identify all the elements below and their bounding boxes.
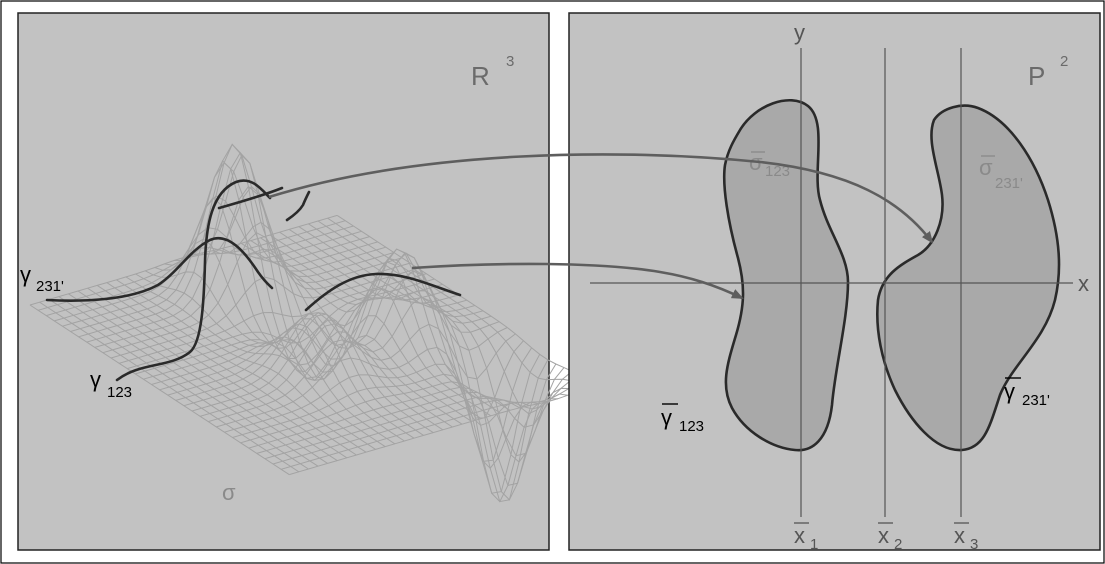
mesh-line bbox=[202, 185, 463, 425]
gamma-symbol: γ bbox=[20, 262, 31, 287]
left-panel-r3: R 3 σ γ 231' γ 123 bbox=[17, 12, 597, 551]
curve-gamma-123-on-surface bbox=[115, 179, 272, 382]
mesh-line bbox=[279, 231, 539, 469]
mesh-line bbox=[29, 304, 290, 476]
mesh-line bbox=[116, 279, 376, 450]
gamma-subscript: 231' bbox=[1022, 392, 1050, 409]
space-superscript-2: 2 bbox=[1060, 53, 1068, 70]
gamma-subscript: 123 bbox=[107, 384, 132, 401]
arrow-gamma-231-to-region bbox=[268, 153, 934, 244]
sigma-subscript: 123 bbox=[765, 163, 790, 180]
mesh-line bbox=[212, 221, 472, 422]
arrow-gamma-123-to-region bbox=[411, 262, 744, 300]
space-label-p: P bbox=[1028, 61, 1045, 91]
label-r3: R 3 bbox=[471, 53, 514, 91]
x1-symbol: x bbox=[794, 523, 805, 548]
left-panel-background bbox=[17, 12, 550, 551]
space-superscript-3: 3 bbox=[506, 53, 514, 70]
label-gamma-bar-231: γ 231' bbox=[1004, 377, 1050, 409]
region-sigma-231 bbox=[876, 104, 1061, 452]
mesh-line bbox=[96, 284, 357, 456]
mesh-line bbox=[164, 196, 424, 436]
mesh-line bbox=[317, 220, 578, 415]
label-sigma-231: σ 231' bbox=[979, 155, 1023, 192]
label-p2: P 2 bbox=[1028, 53, 1068, 91]
x2-subscript: 2 bbox=[894, 536, 902, 553]
region-sigma-123 bbox=[722, 98, 850, 452]
mesh-line bbox=[308, 223, 568, 463]
label-gamma-123: γ 123 bbox=[90, 367, 132, 401]
x1-subscript: 1 bbox=[810, 536, 818, 553]
mesh-line bbox=[48, 298, 309, 470]
mesh-line bbox=[39, 301, 300, 473]
x3-subscript: 3 bbox=[970, 536, 978, 553]
axes bbox=[590, 48, 1073, 517]
curve-upper-segment-b bbox=[285, 190, 311, 222]
label-gamma-231: γ 231' bbox=[20, 262, 64, 295]
axis-y-label: y bbox=[794, 20, 805, 45]
axis-x-label: x bbox=[1078, 271, 1089, 296]
gamma-subscript: 123 bbox=[679, 418, 704, 435]
label-gamma-bar-123: γ 123 bbox=[661, 403, 704, 435]
curve-upper-segment-a bbox=[217, 186, 284, 210]
right-panel-p2: x y x 1 x 2 x 3 P 2 σ 123 σ bbox=[568, 12, 1101, 553]
label-x3: x 3 bbox=[954, 522, 978, 553]
surface-label-sigma: σ bbox=[222, 480, 236, 505]
mesh-line bbox=[183, 143, 444, 431]
mesh-line bbox=[240, 242, 501, 414]
mesh-line bbox=[106, 282, 367, 453]
label-x2: x 2 bbox=[878, 522, 902, 553]
mesh-line bbox=[125, 276, 386, 448]
x2-symbol: x bbox=[878, 523, 889, 548]
gamma-subscript: 231' bbox=[36, 278, 64, 295]
sigma-subscript: 231' bbox=[995, 175, 1023, 192]
mesh-line bbox=[87, 287, 348, 459]
surface-mesh-sigma bbox=[29, 143, 597, 503]
mesh-line bbox=[144, 270, 405, 442]
space-label-r: R bbox=[471, 61, 490, 91]
label-x1: x 1 bbox=[794, 522, 818, 553]
mesh-line bbox=[68, 293, 328, 464]
mesh-line bbox=[58, 296, 319, 467]
x3-symbol: x bbox=[954, 523, 965, 548]
curve-right-segment bbox=[304, 272, 462, 312]
mesh-line bbox=[327, 217, 588, 389]
mesh-line bbox=[298, 226, 559, 501]
mesh-line bbox=[193, 154, 453, 428]
gamma-symbol: γ bbox=[90, 367, 101, 392]
mesh-line bbox=[77, 290, 338, 462]
gamma-symbol: γ bbox=[661, 405, 672, 430]
mesh-line bbox=[336, 214, 597, 386]
gamma-symbol: γ bbox=[1004, 379, 1015, 404]
sigma-symbol: σ bbox=[979, 155, 993, 180]
surface-curves bbox=[45, 179, 462, 382]
mesh-line bbox=[154, 238, 415, 439]
mapping-arrows bbox=[268, 153, 934, 300]
mesh-line bbox=[135, 273, 396, 445]
